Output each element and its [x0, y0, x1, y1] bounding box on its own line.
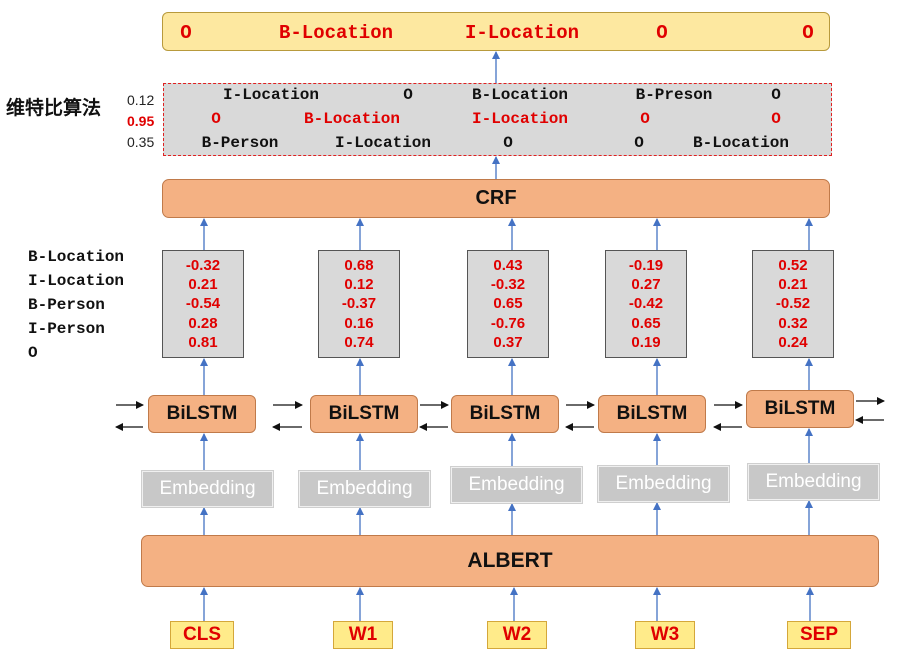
output-tag: O [802, 22, 814, 44]
best-path-tag: O [640, 110, 650, 128]
candidate-tag: O [403, 86, 413, 104]
emission-score: -0.32 [490, 276, 526, 294]
best-path-tag: I-Location [471, 110, 569, 128]
best-path-tag: B-Location [303, 110, 401, 128]
input-token: W1 [333, 621, 393, 649]
label-name: O [28, 344, 38, 362]
candidate-tag: B-Location [471, 86, 569, 104]
best-path-tag: O [211, 110, 221, 128]
viterbi-candidates-box: I-Location O B-Location B-Preson O O B-L… [163, 83, 832, 156]
output-tag-bar: O B-Location I-Location O O [162, 12, 830, 51]
emission-score: 0.74 [344, 333, 374, 351]
emission-score-box: -0.32 0.21 -0.54 0.28 0.81 [162, 250, 244, 358]
emission-score: -0.52 [775, 295, 811, 313]
emission-score: 0.52 [778, 257, 808, 275]
bilstm-cell: BiLSTM [148, 395, 256, 433]
embedding-block: Embedding [747, 463, 880, 501]
bilstm-cell: BiLSTM [598, 395, 706, 433]
viterbi-title: 维特比算法 [6, 97, 102, 119]
emission-score: 0.16 [344, 314, 374, 332]
emission-score: 0.65 [631, 314, 661, 332]
candidate-tag: O [771, 86, 781, 104]
label-name: B-Location [28, 248, 125, 266]
emission-score: -0.54 [185, 295, 221, 313]
candidate-tag: I-Location [222, 86, 320, 104]
emission-score: 0.12 [344, 276, 374, 294]
emission-score: 0.37 [493, 333, 523, 351]
emission-score: 0.27 [631, 276, 661, 294]
emission-score: -0.37 [341, 295, 377, 313]
best-path-tag: O [771, 110, 781, 128]
emission-score-box: 0.68 0.12 -0.37 0.16 0.74 [318, 250, 400, 358]
emission-score: 0.43 [493, 257, 523, 275]
emission-score: 0.28 [188, 314, 218, 332]
embedding-block: Embedding [141, 470, 274, 508]
candidate-tag: O [634, 134, 644, 152]
candidate-tag: O [503, 134, 513, 152]
emission-score: 0.21 [778, 276, 808, 294]
candidate-tag: I-Location [334, 134, 432, 152]
albert-encoder: ALBERT [141, 535, 879, 587]
emission-score: -0.76 [490, 314, 526, 332]
emission-score: 0.21 [188, 276, 218, 294]
bilstm-cell: BiLSTM [746, 390, 854, 428]
path-score-best: 0.95 [127, 113, 155, 129]
emission-score-box: 0.52 0.21 -0.52 0.32 0.24 [752, 250, 834, 358]
emission-score: 0.32 [778, 314, 808, 332]
candidate-tag: B-Person [201, 134, 279, 152]
label-name: I-Person [28, 320, 105, 338]
embedding-block: Embedding [298, 470, 431, 508]
emission-score-box: -0.19 0.27 -0.42 0.65 0.19 [605, 250, 687, 358]
input-token: W2 [487, 621, 547, 649]
embedding-block: Embedding [450, 466, 583, 504]
crf-layer: CRF [162, 179, 830, 218]
candidate-tag: B-Location [692, 134, 790, 152]
path-score: 0.35 [127, 134, 155, 150]
emission-score-box: 0.43 -0.32 0.65 -0.76 0.37 [467, 250, 549, 358]
emission-score: -0.32 [185, 257, 221, 275]
output-tag: I-Location [464, 22, 580, 44]
label-name: I-Location [28, 272, 125, 290]
emission-score: 0.68 [344, 257, 374, 275]
emission-score: -0.19 [628, 257, 664, 275]
input-token: SEP [787, 621, 851, 649]
emission-score: -0.42 [628, 295, 664, 313]
label-name: B-Person [28, 296, 105, 314]
emission-score: 0.81 [188, 333, 218, 351]
emission-score: 0.24 [778, 333, 808, 351]
output-tag: B-Location [278, 22, 394, 44]
bilstm-cell: BiLSTM [310, 395, 418, 433]
input-token: W3 [635, 621, 695, 649]
input-token: CLS [170, 621, 234, 649]
output-tag: O [180, 22, 192, 44]
candidate-tag: B-Preson [635, 86, 713, 104]
emission-score: 0.65 [493, 295, 523, 313]
path-score: 0.12 [127, 92, 155, 108]
embedding-block: Embedding [597, 465, 730, 503]
bilstm-cell: BiLSTM [451, 395, 559, 433]
emission-score: 0.19 [631, 333, 661, 351]
output-tag: O [656, 22, 668, 44]
